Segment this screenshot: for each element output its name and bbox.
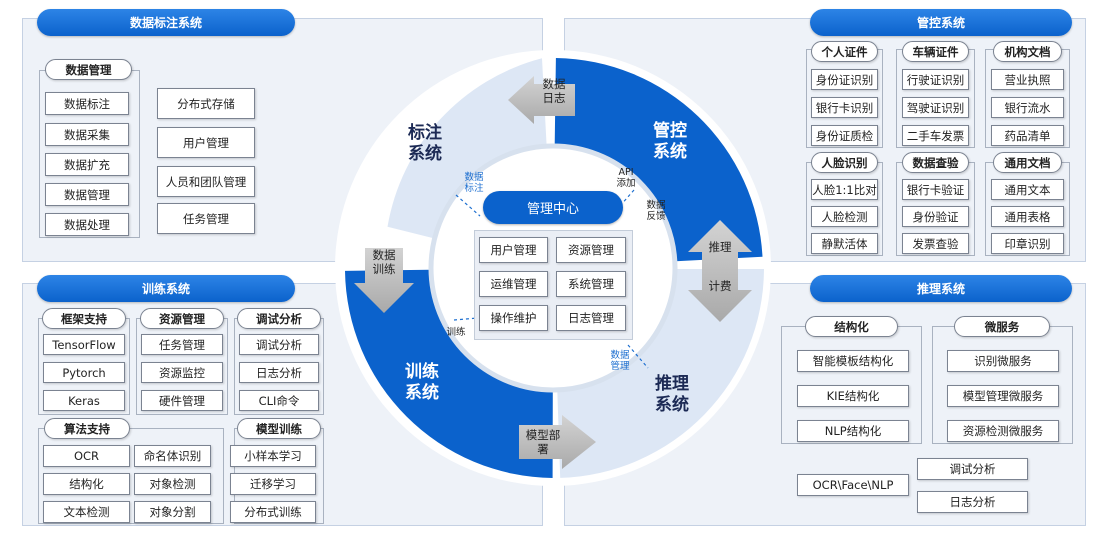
debug-title: 调试分析 xyxy=(237,308,321,329)
control-item[interactable]: 身份证识别 xyxy=(811,69,878,90)
label-api-add: API 添加 xyxy=(616,167,636,189)
label-train: 训练 xyxy=(446,327,466,338)
data-label-item[interactable]: 数据标注 xyxy=(45,92,129,115)
control-item[interactable]: 静默活体 xyxy=(811,233,878,254)
structuring-item[interactable]: KIE结构化 xyxy=(797,385,909,407)
model-training-item[interactable]: 小样本学习 xyxy=(230,445,316,467)
algorithm-item[interactable]: 文本检测 xyxy=(43,501,130,523)
user-management-item[interactable]: 用户管理 xyxy=(157,127,255,158)
debug-item[interactable]: 调试分析 xyxy=(239,334,319,355)
control-item[interactable]: 人脸检测 xyxy=(811,206,878,227)
model-training-item[interactable]: 迁移学习 xyxy=(230,473,316,495)
resource-item[interactable]: 任务管理 xyxy=(141,334,223,355)
inference-title: 推理系统 xyxy=(810,275,1072,302)
data-process-item[interactable]: 数据处理 xyxy=(45,213,129,236)
algorithm-title: 算法支持 xyxy=(44,418,130,439)
general-docs-title: 通用文档 xyxy=(993,152,1062,173)
algorithm-item[interactable]: 对象检测 xyxy=(134,473,211,495)
debug-item[interactable]: CLI命令 xyxy=(239,390,319,411)
data-augment-item[interactable]: 数据扩充 xyxy=(45,153,129,176)
center-item[interactable]: 操作维护 xyxy=(479,305,548,331)
label-data-feedback: 数据 反馈 xyxy=(646,200,666,222)
arrow-infer-label: 推理 xyxy=(708,240,732,254)
resource-title: 资源管理 xyxy=(140,308,224,329)
model-training-item[interactable]: 分布式训练 xyxy=(230,501,316,523)
arrow-data-log-label: 数据 日志 xyxy=(542,77,566,105)
framework-title: 框架支持 xyxy=(42,308,126,329)
control-item[interactable]: 银行卡识别 xyxy=(811,97,878,118)
face-title: 人脸识别 xyxy=(811,152,878,173)
algorithm-item[interactable]: 结构化 xyxy=(43,473,130,495)
control-item[interactable]: 药品清单 xyxy=(991,125,1064,146)
debug-analysis-item[interactable]: 调试分析 xyxy=(917,458,1028,480)
label-data-mgmt: 数据 管理 xyxy=(610,350,630,372)
center-item[interactable]: 资源管理 xyxy=(556,237,626,263)
seg-inference-label: 推理 系统 xyxy=(655,374,689,415)
microservice-item[interactable]: 识别微服务 xyxy=(947,350,1059,372)
team-management-item[interactable]: 人员和团队管理 xyxy=(157,166,255,197)
label-data-label: 数据 标注 xyxy=(464,172,484,194)
data-check-title: 数据查验 xyxy=(902,152,969,173)
control-item[interactable]: 二手车发票 xyxy=(902,125,969,146)
distributed-storage-item[interactable]: 分布式存储 xyxy=(157,88,255,119)
training-title: 训练系统 xyxy=(37,275,295,302)
center-item[interactable]: 运维管理 xyxy=(479,271,548,297)
control-item[interactable]: 身份证质检 xyxy=(811,125,878,146)
control-item[interactable]: 通用表格 xyxy=(991,206,1064,227)
center-item[interactable]: 日志管理 xyxy=(556,305,626,331)
arrow-data-train-label: 数据 训练 xyxy=(372,248,396,276)
framework-item[interactable]: Keras xyxy=(43,390,125,411)
control-item[interactable]: 身份验证 xyxy=(902,206,969,227)
control-title: 管控系统 xyxy=(810,9,1072,36)
control-item[interactable]: 人脸1:1比对 xyxy=(811,179,878,200)
center-title: 管理中心 xyxy=(483,191,623,224)
framework-item[interactable]: Pytorch xyxy=(43,362,125,383)
debug-item[interactable]: 日志分析 xyxy=(239,362,319,383)
model-training-title: 模型训练 xyxy=(237,418,321,439)
microservice-item[interactable]: 模型管理微服务 xyxy=(947,385,1059,407)
arrow-deploy-label: 模型部 署 xyxy=(525,428,561,456)
control-item[interactable]: 发票查验 xyxy=(902,233,969,254)
center-item[interactable]: 用户管理 xyxy=(479,237,548,263)
seg-training-label: 训练 系统 xyxy=(405,362,439,403)
arrow-billing-label: 计费 xyxy=(708,279,732,293)
control-item[interactable]: 驾驶证识别 xyxy=(902,97,969,118)
data-manage-item[interactable]: 数据管理 xyxy=(45,183,129,206)
framework-item[interactable]: TensorFlow xyxy=(43,334,125,355)
data-collect-item[interactable]: 数据采集 xyxy=(45,123,129,146)
center-item[interactable]: 系统管理 xyxy=(556,271,626,297)
control-item[interactable]: 银行卡验证 xyxy=(902,179,969,200)
control-item[interactable]: 营业执照 xyxy=(991,69,1064,90)
structuring-item[interactable]: 智能模板结构化 xyxy=(797,350,909,372)
algorithm-item[interactable]: OCR xyxy=(43,445,130,467)
ocr-face-nlp-item[interactable]: OCR\Face\NLP xyxy=(797,474,909,496)
vehicle-id-title: 车辆证件 xyxy=(902,41,969,62)
resource-item[interactable]: 资源监控 xyxy=(141,362,223,383)
control-item[interactable]: 印章识别 xyxy=(991,233,1064,254)
algorithm-item[interactable]: 命名体识别 xyxy=(134,445,211,467)
seg-control-label: 管控 系统 xyxy=(653,121,687,162)
algorithm-item[interactable]: 对象分割 xyxy=(134,501,211,523)
microservice-title: 微服务 xyxy=(954,316,1050,337)
structuring-item[interactable]: NLP结构化 xyxy=(797,420,909,442)
control-item[interactable]: 通用文本 xyxy=(991,179,1064,200)
org-docs-title: 机构文档 xyxy=(993,41,1062,62)
seg-labeling-label: 标注 系统 xyxy=(408,123,442,164)
microservice-item[interactable]: 资源检测微服务 xyxy=(947,420,1059,442)
personal-id-title: 个人证件 xyxy=(811,41,878,62)
labeling-title: 数据标注系统 xyxy=(37,9,295,36)
resource-item[interactable]: 硬件管理 xyxy=(141,390,223,411)
algorithm-group xyxy=(38,428,224,524)
data-mgmt-title: 数据管理 xyxy=(45,59,132,80)
control-item[interactable]: 银行流水 xyxy=(991,97,1064,118)
control-item[interactable]: 行驶证识别 xyxy=(902,69,969,90)
task-management-item[interactable]: 任务管理 xyxy=(157,203,255,234)
structuring-title: 结构化 xyxy=(805,316,898,337)
log-analysis-item[interactable]: 日志分析 xyxy=(917,491,1028,513)
